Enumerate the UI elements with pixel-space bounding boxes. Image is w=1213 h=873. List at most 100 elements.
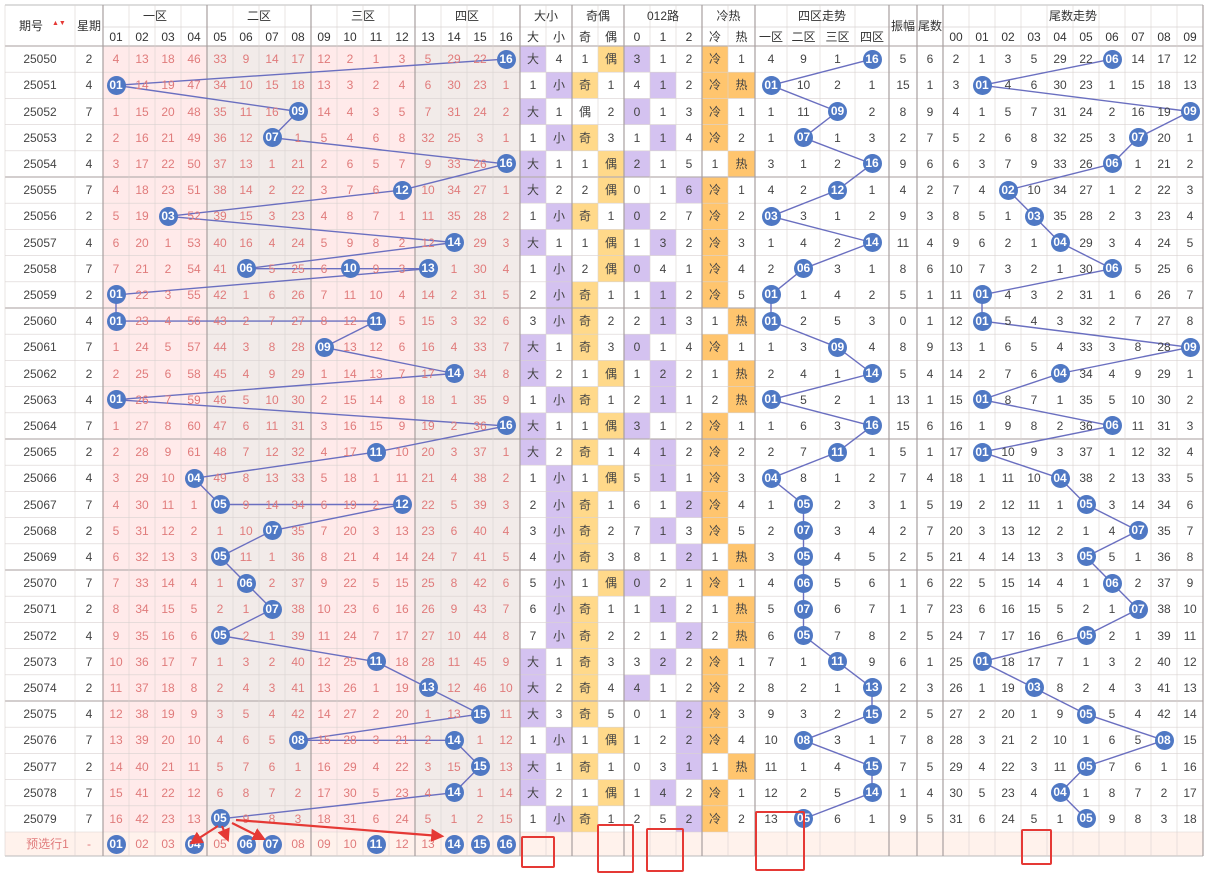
number-cell: 18: [343, 471, 357, 486]
even-cell: 1: [607, 497, 615, 512]
tail-trend-cell: 1: [1082, 523, 1090, 538]
even-cell: 2: [607, 523, 615, 538]
tail-cell: 4: [926, 471, 934, 486]
cold-cell: 冷: [708, 183, 721, 198]
tail-trend-ball: 06: [1102, 259, 1122, 279]
tail-trend-cell: 7: [1030, 104, 1038, 119]
number-cell: 16: [135, 130, 149, 145]
number-ball: 09: [314, 337, 334, 357]
number-ball: 06: [236, 259, 256, 279]
tail-cell: 7: [926, 523, 934, 538]
size-small: 小: [552, 130, 565, 145]
tail-cell: 9: [926, 340, 934, 355]
number-cell: 11: [239, 104, 253, 119]
weekday-cell: 4: [85, 78, 93, 93]
route-cell: 2: [685, 497, 693, 512]
odd-cell: 1: [581, 418, 589, 433]
route-cell: 7: [633, 523, 641, 538]
tail-trend-cell: 1: [978, 471, 986, 486]
size-small: 1: [555, 104, 563, 119]
tail-trend-cell: 3: [1108, 340, 1116, 355]
stat-title: 尾数走势: [1048, 9, 1097, 23]
tail-trend-cell: 1: [978, 340, 986, 355]
zone-trend-cell: 1: [800, 287, 807, 302]
tail-trend-cell: 5: [952, 130, 960, 145]
period-cell: 25061: [23, 340, 57, 355]
number-cell: 4: [398, 78, 406, 93]
route-cell: 3: [659, 235, 667, 250]
zone-trend-cell: 2: [868, 209, 876, 224]
route-cell: 1: [659, 104, 667, 119]
route-cell: 1: [659, 52, 667, 67]
number-cell: 9: [268, 366, 276, 381]
route-cell: 4: [685, 130, 693, 145]
stat-subheader: 二区: [791, 30, 816, 44]
hot-cell: 3: [738, 235, 745, 250]
weekday-cell: 2: [85, 523, 93, 538]
size-big: 1: [529, 471, 537, 486]
tail-trend-cell: 37: [1079, 445, 1093, 460]
odd-cell: 奇: [578, 130, 591, 145]
tail-trend-cell: 4: [1186, 209, 1194, 224]
number-cell: 3: [268, 209, 276, 224]
tail-trend-cell: 1: [1108, 78, 1116, 93]
zone-trend-cell: 5: [800, 392, 807, 407]
size-small: 2: [555, 183, 563, 198]
number-cell: 42: [213, 287, 227, 302]
tail-trend-cell: 28: [1157, 340, 1171, 355]
number-cell: 13: [135, 52, 149, 67]
tail-header: 03: [1027, 30, 1041, 44]
number-cell: 2: [372, 78, 380, 93]
route-cell: 0: [633, 183, 641, 198]
number-ball: 09: [288, 102, 308, 121]
zone-trend-cell: 5: [834, 314, 841, 329]
period-cell: 25069: [23, 549, 57, 564]
tail-trend-cell: 2: [952, 52, 960, 67]
number-cell: 6: [112, 549, 120, 564]
tail-trend-cell: 3: [1030, 287, 1038, 302]
size-big: 大: [526, 52, 539, 67]
route-cell: 1: [633, 235, 641, 250]
hot-cell: 热: [735, 78, 748, 93]
number-cell: 19: [135, 209, 149, 224]
number-cell: 31: [291, 418, 305, 433]
number-cell: 39: [213, 209, 227, 224]
stat-subheader: 2: [685, 30, 693, 44]
zone-trend-ball: 01: [761, 390, 781, 410]
even-cell: 偶: [604, 418, 617, 433]
number-cell: 4: [112, 497, 120, 512]
number-cell: 13: [369, 366, 383, 381]
zone-trend-ball: 16: [862, 416, 882, 436]
number-cell: 3: [372, 523, 380, 538]
number-cell: 4: [320, 445, 328, 460]
size-big: 1: [529, 392, 537, 407]
number-cell: 6: [424, 78, 432, 93]
sort-arrow-icon[interactable]: ▲▼: [52, 20, 66, 27]
zone-title: 一区: [142, 9, 167, 23]
number-cell: 6: [268, 287, 276, 302]
tail-trend-cell: 30: [1079, 261, 1093, 276]
tail-cell: 1: [926, 287, 934, 302]
odd-cell: 1: [581, 471, 589, 486]
odd-cell: 奇: [578, 209, 591, 224]
tail-trend-cell: 12: [1027, 523, 1041, 538]
tail-trend-cell: 11: [1001, 471, 1015, 486]
tail-trend-cell: 33: [1157, 471, 1171, 486]
odd-cell: 奇: [578, 523, 591, 538]
number-cell: 10: [395, 445, 409, 460]
number-cell: 2: [242, 314, 250, 329]
zone-trend-cell: 2: [834, 392, 841, 407]
number-cell: 50: [187, 156, 201, 171]
tail-trend-ball: 03: [1024, 206, 1044, 226]
weekday-cell: 7: [85, 261, 93, 276]
number-header: 12: [395, 30, 409, 44]
number-cell: 3: [450, 445, 458, 460]
number-cell: 12: [239, 130, 253, 145]
tail-trend-cell: 34: [1157, 497, 1171, 512]
number-header: 09: [317, 30, 331, 44]
weekday-cell: 2: [85, 287, 93, 302]
stat-subheader: 一区: [758, 30, 783, 44]
odd-cell: 奇: [578, 445, 591, 460]
tail-cell: 6: [926, 156, 934, 171]
number-cell: 9: [424, 156, 432, 171]
